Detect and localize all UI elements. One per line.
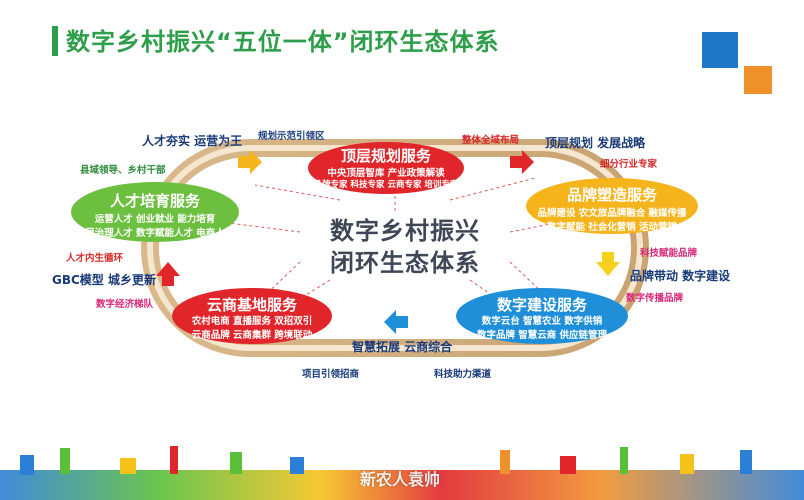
node-bottom-right-title: 数字建设服务 (496, 296, 587, 314)
node-right-shape (526, 178, 698, 234)
arrow-bottom-left-icon (384, 310, 408, 334)
label-digital-economy: 数字经济梯队 (96, 299, 154, 310)
label-gbc-model: GBC模型 城乡更新 (52, 273, 156, 287)
arrow-right-down-icon (596, 252, 620, 276)
label-talent-operation: 人才夯实 运营为王 (142, 134, 243, 148)
node-bottom-left-row2: 云商品牌 云商集群 跨境联动 (191, 330, 313, 341)
label-brand-digital: 品牌带动 数字建设 (630, 269, 731, 283)
node-top-row2: 品牌专家 科技专家 云商专家 培训专家 (313, 180, 459, 190)
node-left-shape (71, 182, 239, 242)
node-bottom-right-row2: 数字品牌 智慧云商 供应链管理 (476, 330, 608, 341)
node-right-row2: 数字赋能 社会化营销 活动营销 (546, 222, 678, 233)
node-bottom-right-shape (456, 288, 628, 344)
title-accent-bar (52, 26, 58, 56)
node-left-row2: 基层治理人才 数字赋能人才 电商人才 (75, 228, 235, 239)
node-top-row1: 中央顶层智库 产业政策解读 (327, 168, 445, 179)
label-smart-expand: 智慧拓展 云商综合 (352, 340, 453, 354)
label-tech-brand: 科技赋能品牌 (640, 248, 698, 259)
label-segment-expert: 细分行业专家 (600, 159, 658, 170)
page-title: 数字乡村振兴“五位一体”闭环生态体系 (66, 28, 500, 56)
node-left-row1: 运营人才 创业就业 能力培育 (94, 214, 216, 225)
label-talent-cycle: 人才内生循环 (66, 253, 124, 264)
arrow-top-right-icon (510, 150, 534, 174)
node-top-shape (308, 142, 464, 194)
decor-square-blue (702, 32, 738, 68)
node-top-title: 顶层规划服务 (340, 147, 431, 165)
label-project-invest: 项目引领招商 (302, 369, 360, 380)
node-right-row1: 品牌建设 农文旅品牌融合 融媒传播 (537, 208, 687, 219)
node-bottom-left-shape (172, 288, 332, 344)
node-bottom-left-title: 云商基地服务 (206, 296, 297, 314)
label-tech-channel: 科技助力渠道 (434, 369, 492, 380)
watermark-text: 新农人袁帅 (360, 470, 441, 489)
label-top-planning: 顶层规划 发展战略 (545, 136, 646, 150)
skyline-decoration (0, 446, 804, 500)
node-left-title: 人才培育服务 (109, 192, 200, 210)
node-bottom-left-row1: 农村电商 直播服务 双招双引 (191, 316, 313, 327)
label-overall-layout: 整体全域布局 (462, 135, 520, 146)
label-demo-lead: 规划示范引领区 (258, 131, 325, 142)
label-county-leaders: 县域领导、乡村干部 (80, 165, 166, 176)
label-digital-spread: 数字传播品牌 (626, 293, 684, 304)
center-title: 数字乡村振兴 闭环生态体系 (300, 215, 510, 279)
center-title-line1: 数字乡村振兴 (330, 217, 480, 245)
node-right-title: 品牌塑造服务 (566, 186, 657, 204)
arrow-top-left-icon (238, 150, 262, 174)
center-title-line2: 闭环生态体系 (330, 249, 480, 277)
decor-square-orange (744, 66, 772, 94)
node-bottom-right-row1: 数字云台 智慧农业 数字供销 (481, 316, 603, 327)
arrow-left-up-icon (156, 262, 180, 286)
